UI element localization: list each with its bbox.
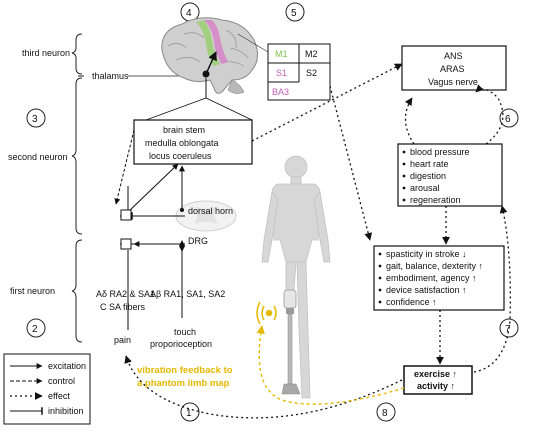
vibration-icon: [256, 301, 277, 325]
drg-synapse: [120, 238, 132, 250]
effect-arousal: arousal: [410, 183, 440, 193]
vibration-line-1: vibration feedback to: [137, 365, 233, 376]
brain-illustration: [161, 17, 258, 94]
label-m1: M1: [275, 49, 288, 59]
exercise-box: [403, 365, 473, 395]
step-circles: [26, 2, 519, 422]
circle-6: 6: [505, 114, 511, 125]
outcome-spasticity: spasticity in stroke ↓: [386, 249, 467, 259]
activity-label: activity ↑: [417, 381, 455, 391]
label-s1: S1: [276, 68, 287, 78]
effects-bullets: [402, 150, 406, 202]
effect-blood-pressure: blood pressure: [410, 147, 470, 157]
dorsal-horn-synapse: [120, 209, 132, 221]
label-drg: DRG: [188, 236, 208, 246]
outcomes-bullets: [378, 252, 382, 304]
cortex-area-grid: [267, 43, 331, 101]
circle-1: 1: [186, 408, 192, 419]
brainstem-connector-right: [205, 97, 253, 121]
circle-7: 7: [505, 324, 511, 335]
circle-3: 3: [32, 114, 38, 125]
legend-inhibition: inhibition: [48, 406, 84, 416]
effect-heart-rate: heart rate: [410, 159, 449, 169]
label-thalamus: thalamus: [92, 71, 129, 81]
ans-line-1: ANS: [444, 51, 463, 61]
brainstem-connector-left: [145, 97, 207, 121]
human-body-illustration: [261, 155, 331, 399]
legend-effect: effect: [48, 391, 70, 401]
circle-5: 5: [291, 8, 297, 19]
effects-box: [397, 143, 503, 207]
label-first-neuron: first neuron: [10, 286, 55, 296]
circle-8: 8: [382, 408, 388, 419]
label-ba3: BA3: [272, 87, 289, 97]
drg-node: [179, 240, 185, 252]
ans-box: [401, 45, 507, 91]
label-second-neuron: second neuron: [8, 152, 68, 162]
brainstem-line-3: locus coeruleus: [149, 151, 212, 161]
outcome-embodiment: embodiment, agency ↑: [386, 273, 477, 283]
yellow-feedback-path: [256, 325, 405, 405]
effect-digestion: digestion: [410, 171, 446, 181]
label-dorsal-horn: dorsal horn: [188, 206, 233, 216]
outcome-confidence: confidence ↑: [386, 297, 437, 307]
label-m2: M2: [305, 49, 318, 59]
arrow-thalamus-to-cortex: [205, 51, 217, 75]
effect-regeneration: regeneration: [410, 195, 461, 205]
label-pain: pain: [114, 335, 131, 345]
outcomes-box: [373, 245, 505, 311]
ans-line-3: Vagus nerve: [428, 77, 478, 87]
spinal-cord-illustration: [175, 200, 237, 232]
label-touch: touch: [174, 327, 196, 337]
circle-4: 4: [186, 8, 192, 19]
pain-fibers-line-2: C SA fibers: [100, 302, 146, 312]
touch-fibers-label: Aβ RA1, SA1, SA2: [150, 289, 225, 299]
exercise-label: exercise ↑: [414, 369, 457, 379]
brainstem-line-1: brain stem: [163, 125, 205, 135]
outcome-gait: gait, balance, dexterity ↑: [386, 261, 483, 271]
ans-line-2: ARAS: [440, 64, 465, 74]
vibration-line-2: a phantom limb map: [137, 378, 230, 389]
label-proprioception: proporioception: [150, 339, 212, 349]
level-braces: [71, 33, 83, 343]
label-third-neuron: third neuron: [22, 48, 70, 58]
control-brainstem-to-dorsal-horn: [114, 129, 135, 205]
dorsal-horn-inhibit-node: [180, 208, 184, 212]
brainstem-line-2: medulla oblongata: [145, 138, 219, 148]
brainstem-box: [133, 119, 253, 165]
legend-control: control: [48, 376, 75, 386]
prosthesis-illustration: [281, 289, 301, 395]
pain-fibers-line-1: Aδ RA2 & SA1: [96, 289, 155, 299]
legend-excitation: excitation: [48, 361, 86, 371]
outcome-device-satisfaction: device satisfaction ↑: [386, 285, 467, 295]
circle-2: 2: [32, 324, 38, 335]
label-s2: S2: [306, 68, 317, 78]
effect-arrows: [124, 63, 511, 419]
cortex-pointer: [237, 33, 269, 53]
